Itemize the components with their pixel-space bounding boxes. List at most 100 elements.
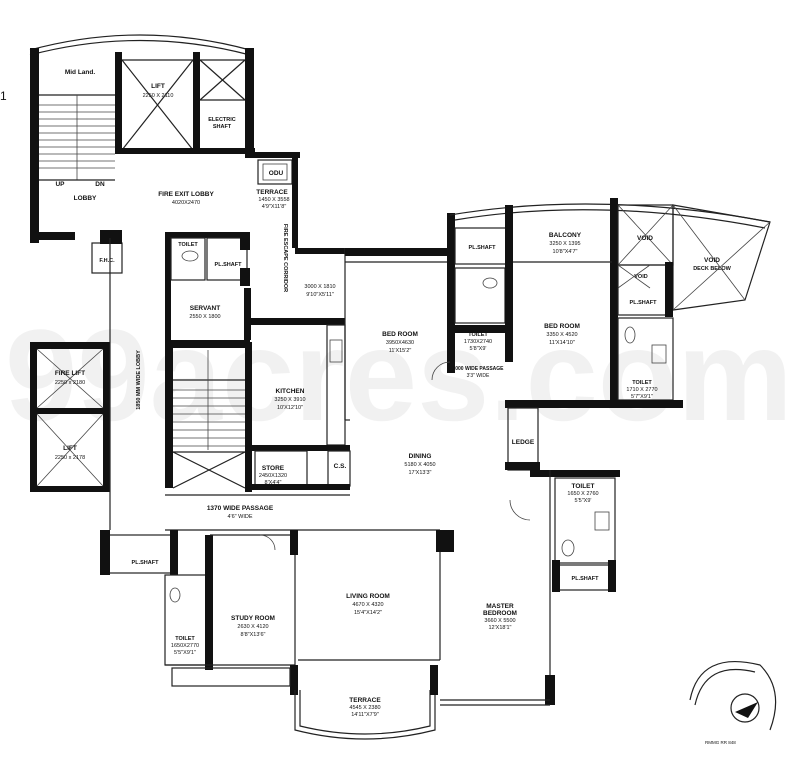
label-passage-1000: 1000 WIDE PASSAGE: [452, 366, 504, 372]
compass-keyplan: [689, 661, 777, 731]
label-terrace-top: TERRACE: [256, 189, 288, 196]
dim-bed-room-1-2: 11'X15'2": [389, 348, 412, 354]
label-kitchen: KITCHEN: [276, 388, 305, 395]
label-toilet-bed1: TOILET: [468, 332, 488, 338]
dim-store-1: 2450X1320: [259, 473, 287, 479]
label-cs: C.S.: [334, 463, 347, 470]
label-dining: DINING: [409, 453, 432, 460]
dim-balcony-1: 3250 X 1395: [549, 241, 580, 247]
label-toilet-servant: TOILET: [178, 242, 198, 248]
living-master-block: [298, 470, 555, 706]
dim-terrace-bottom-2: 14'11"X7'9": [351, 712, 379, 718]
left-lifts: [30, 238, 111, 530]
dim-study-room-1: 2630 X 4120: [237, 624, 268, 630]
dim-terrace-bottom-1: 4545 X 2380: [349, 705, 380, 711]
label-void-2: VOID: [634, 274, 647, 280]
label-plshaft-left: PL.SHAFT: [132, 560, 160, 566]
label-plshaft-servant: PL.SHAFT: [215, 262, 243, 268]
label-fire-exit-lobby: FIRE EXIT LOBBY: [158, 191, 214, 198]
dim-kitchen-2: 10'X12'10": [277, 405, 303, 411]
dim-terrace-top-1: 1450 X 3558: [258, 197, 289, 203]
dim-bed-room-1-1: 3950X4630: [386, 340, 414, 346]
bedroom-1-block: [295, 213, 510, 421]
dim-lift-top: 2250 X 2110: [143, 93, 174, 99]
dim-bed-room-2-2: 11'X14'10": [549, 340, 575, 346]
label-odu: ODU: [269, 170, 284, 177]
dim-fire-lift: 2250 x 2180: [55, 380, 85, 386]
dim-toilet-bed2-1: 1710 X 2770: [626, 387, 657, 393]
label-passage-1370: 1370 WIDE PASSAGE: [207, 505, 274, 512]
label-ledge: LEDGE: [512, 439, 535, 446]
dim-passage-1000: 3'3" WIDE: [467, 373, 490, 379]
dim-toilet-study-2: 5'5"X9'1": [174, 650, 196, 656]
label-study-room: STUDY ROOM: [231, 615, 275, 622]
label-lobby: LOBBY: [74, 195, 97, 202]
dim-dining-2: 17'X13'3": [408, 470, 431, 476]
label-balcony: BALCONY: [549, 232, 582, 239]
label-dn: DN: [95, 181, 105, 188]
dim-toilet-master-1: 1650 X 2760: [567, 491, 598, 497]
dining-block: [505, 407, 540, 521]
dim-dining-1: 5180 X 4050: [404, 462, 435, 468]
servant-block: [165, 232, 251, 352]
label-up: UP: [55, 181, 65, 188]
dim-terrace-top-2: 4'9"X11'8": [262, 204, 287, 210]
label-wide-lobby: 1850 MM WIDE LOBBY: [136, 350, 142, 410]
dim-toilet-bed2-2: 5'7"X9'1": [631, 394, 653, 400]
dim-master-2: 12'X18'1": [488, 625, 511, 631]
label-void-1: VOID: [637, 235, 653, 242]
fhc-box: [91, 238, 123, 274]
label-toilet-bed2: TOILET: [632, 380, 652, 386]
label-plshaft-master: PL.SHAFT: [572, 576, 600, 582]
dim-lift-mid: 2250 x 2178: [55, 455, 85, 461]
dim-toilet-master-2: 5'5"X9': [575, 498, 592, 504]
dim-corridor-2: 9'10"X5'11": [306, 292, 334, 298]
label-living-room: LIVING ROOM: [346, 593, 390, 600]
odu-terrace: [250, 152, 300, 248]
balcony-block: [449, 198, 771, 408]
dim-fire-exit-lobby: 4020X2470: [172, 200, 200, 206]
label-master: MASTER: [486, 603, 514, 610]
top-core: [29, 34, 255, 243]
page-marker: 1: [0, 89, 7, 103]
dim-kitchen-1: 3250 X 3910: [274, 397, 305, 403]
label-plshaft-bed2: PL.SHAFT: [630, 300, 658, 306]
label-lift-top: LIFT: [151, 83, 165, 90]
dim-servant: 2550 X 1800: [189, 314, 220, 320]
label-fire-lift: FIRE LIFT: [55, 370, 85, 377]
label-lift-mid: LIFT: [63, 445, 77, 452]
dim-passage-1370: 4'6" WIDE: [227, 514, 252, 520]
label-fhc: F.H.C.: [99, 258, 115, 264]
master-toilet-block: [530, 470, 620, 592]
bottom-terrace: [171, 665, 438, 740]
dim-store-2: 8'X4'4": [265, 480, 282, 486]
label-plshaft-bed: PL.SHAFT: [469, 245, 497, 251]
bedroom-2-block: [505, 262, 683, 408]
dim-study-room-2: 8'8"X13'6": [241, 632, 266, 638]
dim-master-1: 3660 X 5500: [484, 618, 515, 624]
label-electric-shaft: SHAFT: [213, 124, 232, 130]
label-mid-landing: Mid Land.: [65, 69, 96, 76]
label-toilet-master: TOILET: [572, 483, 595, 490]
dim-living-room-1: 4670 X 4320: [352, 602, 383, 608]
dim-toilet-study-1: 1650X2770: [171, 643, 199, 649]
label-bed-room-1: BED ROOM: [382, 331, 418, 338]
label-bed-room-2: BED ROOM: [544, 323, 580, 330]
label-servant: SERVANT: [190, 305, 220, 312]
dim-toilet-bed1-1: 1730X2740: [464, 339, 492, 345]
label-electric: ELECTRIC: [208, 117, 236, 123]
label-void-deck: VOID: [704, 257, 720, 264]
label-terrace-bottom: TERRACE: [349, 697, 381, 704]
dim-balcony-2: 10'8"X4'7": [553, 249, 578, 255]
label-store: STORE: [262, 465, 285, 472]
label-deck-below: DECK BELOW: [693, 266, 731, 272]
label-bedroom: BEDROOM: [483, 610, 517, 617]
left-plshaft: [100, 530, 178, 575]
label-fire-escape-corridor: FIRE ESCAPE CORRIDOR: [282, 224, 288, 292]
north-arrow-icon: [735, 702, 758, 718]
dim-corridor-1: 3000 X 1810: [304, 284, 335, 290]
study-block: [164, 530, 298, 670]
dim-toilet-bed1-2: 5'8"X9': [470, 346, 487, 352]
dim-bed-room-2-1: 3350 X 4520: [546, 332, 577, 338]
